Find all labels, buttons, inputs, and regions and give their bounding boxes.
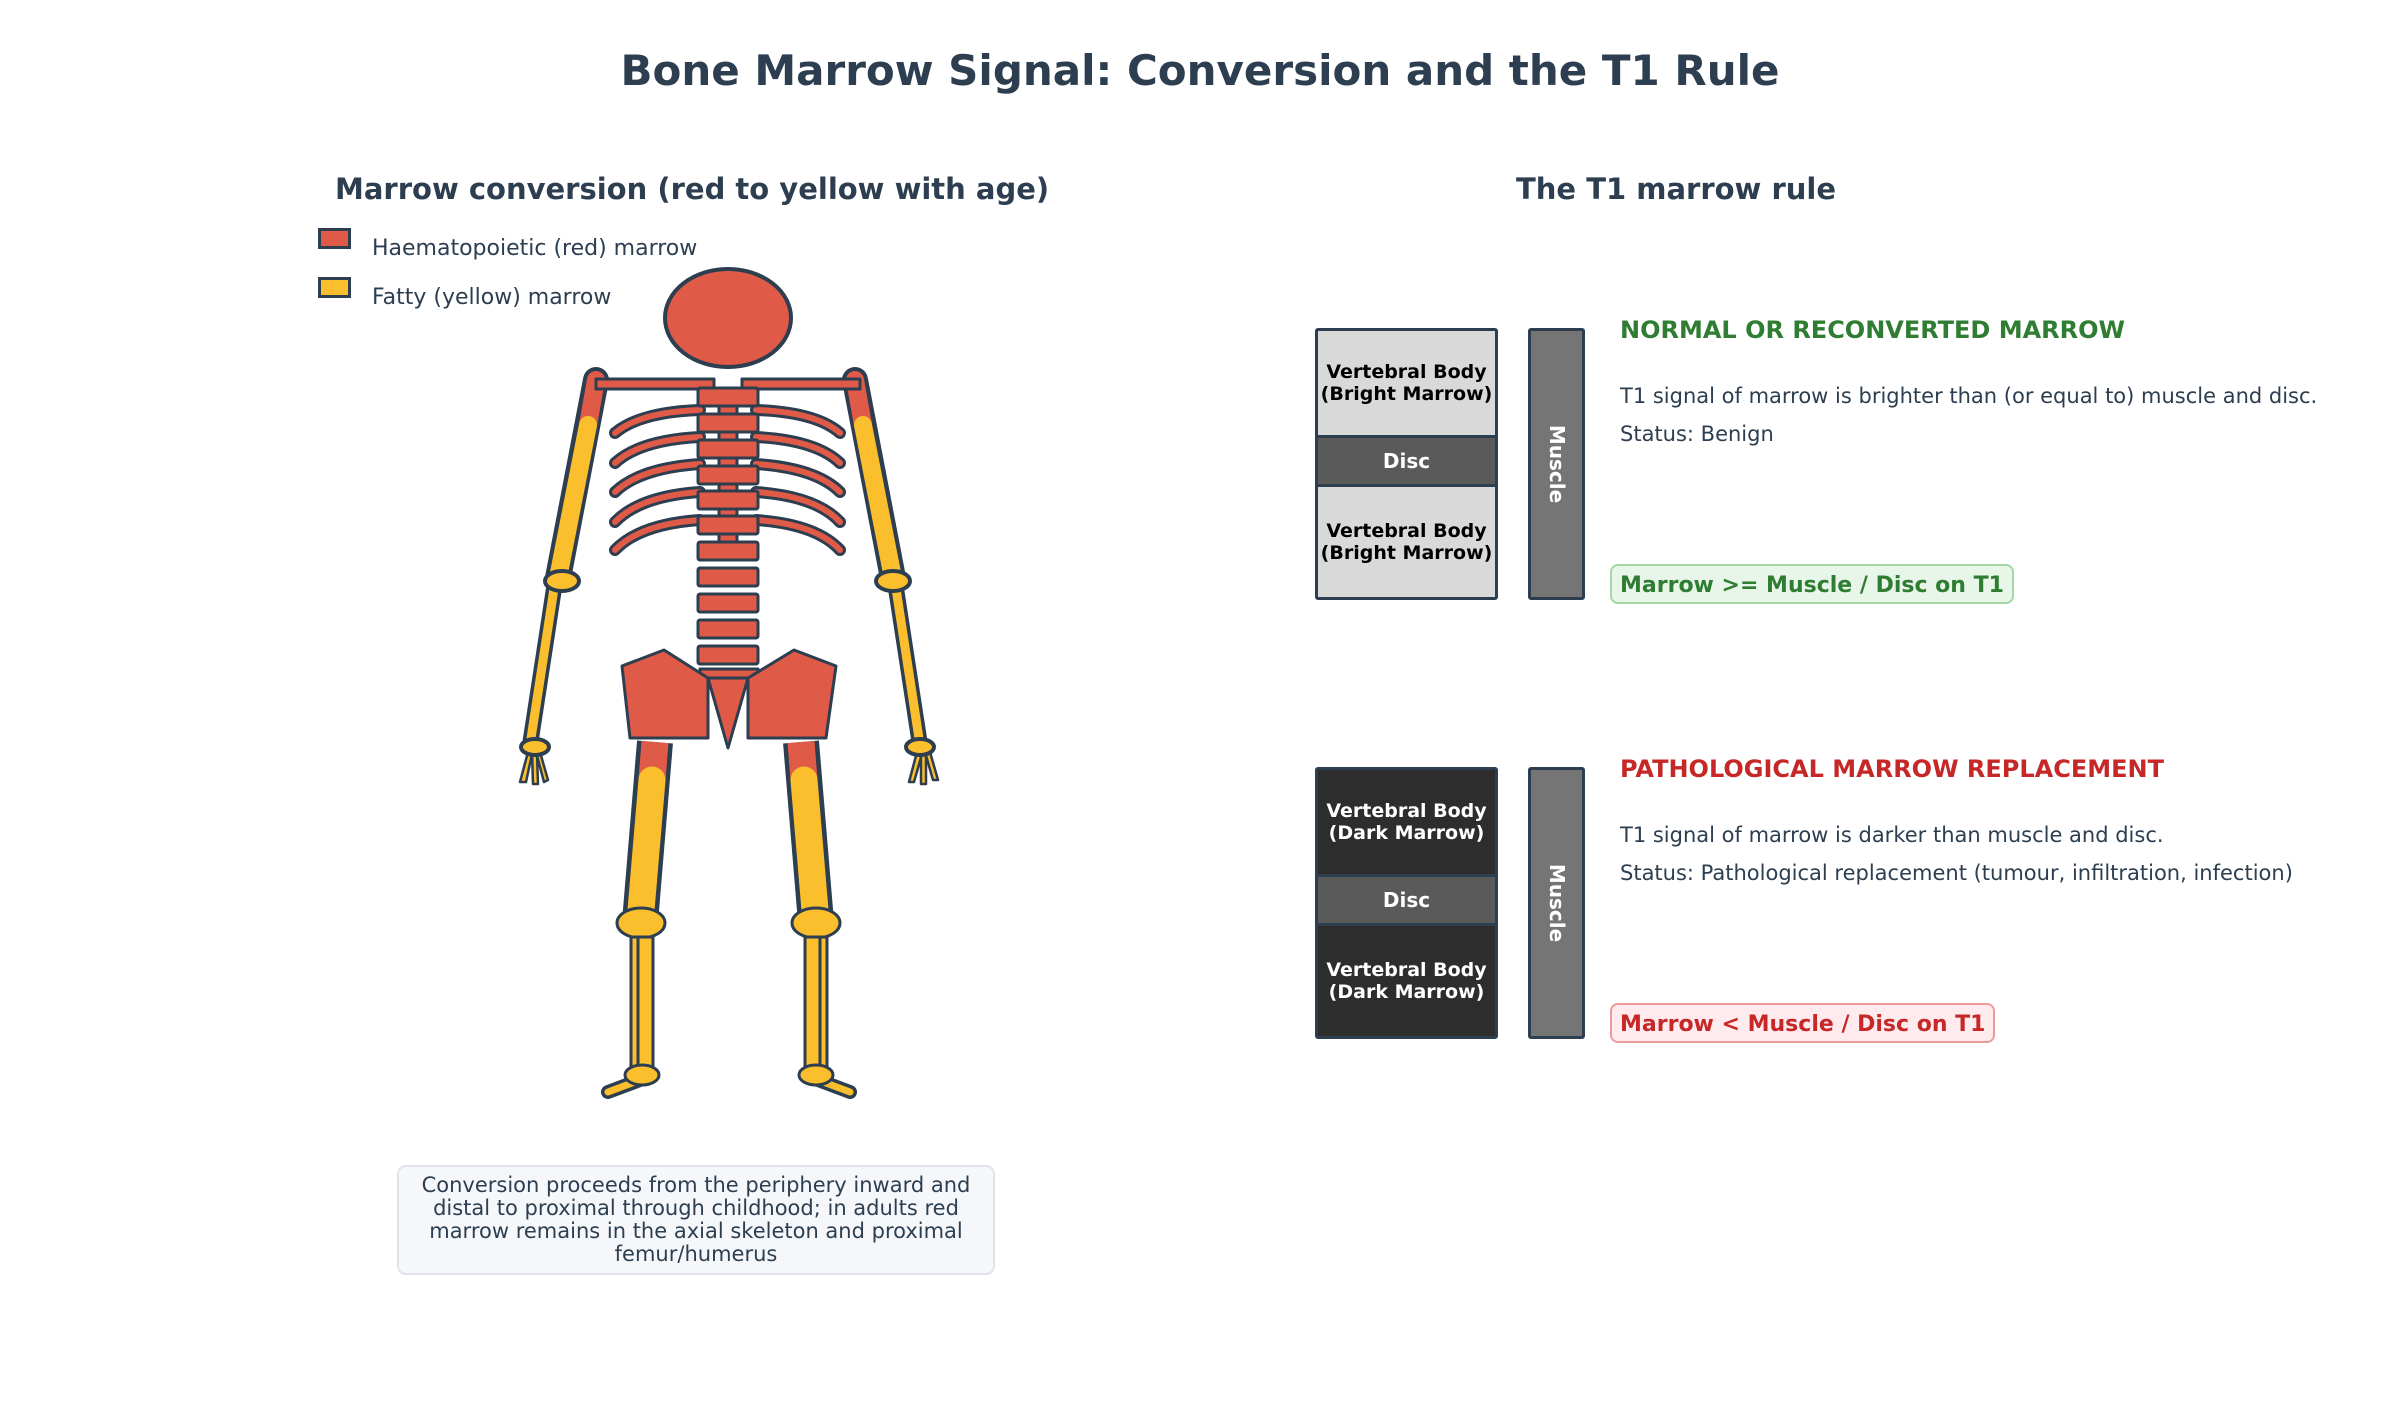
pathological-description: T1 signal of marrow is darker than muscl…: [1620, 823, 2164, 847]
pathological-status: Status: Pathological replacement (tumour…: [1620, 861, 2293, 885]
normal-vertebral-body-lower: Vertebral Body(Bright Marrow): [1315, 484, 1498, 600]
right-panel-title: The T1 marrow rule: [1516, 172, 1837, 206]
ribs: [609, 404, 846, 556]
left-humerus: [842, 367, 906, 591]
pathological-vertebral-body-upper: Vertebral Body(Dark Marrow): [1315, 767, 1498, 877]
normal-description: T1 signal of marrow is brighter than (or…: [1620, 384, 2318, 408]
right-femur: [622, 740, 673, 936]
normal-rule-box: Marrow >= Muscle / Disc on T1: [1610, 564, 2014, 604]
pathological-muscle: Muscle: [1528, 767, 1585, 1039]
pathological-heading: PATHOLOGICAL MARROW REPLACEMENT: [1620, 755, 2164, 783]
right-humerus: [545, 367, 609, 591]
pathological-vertebral-body-lower: Vertebral Body(Dark Marrow): [1315, 923, 1498, 1039]
vertebra-label: Vertebral Body: [1326, 800, 1487, 822]
vertebra-sublabel: (Bright Marrow): [1320, 542, 1493, 564]
skull: [663, 267, 793, 369]
right-ankle: [623, 1063, 661, 1087]
muscle-label: Muscle: [1544, 863, 1569, 943]
figure-title: Bone Marrow Signal: Conversion and the T…: [620, 46, 1780, 95]
left-wrist: [904, 737, 936, 757]
left-panel-title: Marrow conversion (red to yellow with ag…: [335, 172, 1050, 206]
normal-status: Status: Benign: [1620, 422, 1774, 446]
right-wrist: [519, 737, 551, 757]
legend-swatch-red: [318, 228, 351, 249]
vertebra-sublabel: (Bright Marrow): [1320, 383, 1493, 405]
left-clavicle: [740, 377, 862, 391]
left-femur: [783, 740, 834, 936]
muscle-label: Muscle: [1544, 424, 1569, 504]
vertebra-sublabel: (Dark Marrow): [1328, 822, 1485, 844]
left-knee: [790, 906, 842, 940]
vertebra-label: Vertebral Body: [1326, 520, 1487, 542]
legend-label-yellow: Fatty (yellow) marrow: [372, 285, 612, 310]
vertebra-label: Vertebral Body: [1326, 361, 1487, 383]
pathological-disc: Disc: [1315, 874, 1498, 926]
pelvis: [620, 648, 838, 750]
legend-label-red: Haematopoietic (red) marrow: [372, 236, 698, 261]
vertebra-label: Vertebral Body: [1326, 959, 1487, 981]
normal-disc: Disc: [1315, 435, 1498, 487]
left-hand: [907, 750, 940, 786]
right-lower-leg: [629, 935, 655, 1072]
left-elbow: [874, 569, 912, 593]
vertebrae: [696, 386, 760, 666]
pathological-rule-box: Marrow < Muscle / Disc on T1: [1610, 1003, 1996, 1043]
normal-vertebral-body-upper: Vertebral Body(Bright Marrow): [1315, 328, 1498, 438]
normal-heading: NORMAL OR RECONVERTED MARROW: [1620, 316, 2125, 344]
left-ankle: [797, 1063, 835, 1087]
normal-muscle: Muscle: [1528, 328, 1585, 600]
right-knee: [615, 906, 667, 940]
vertebra-sublabel: (Dark Marrow): [1328, 981, 1485, 1003]
right-elbow: [543, 569, 581, 593]
left-lower-leg: [803, 935, 829, 1072]
right-clavicle: [594, 377, 716, 391]
conversion-caption: Conversion proceeds from the periphery i…: [397, 1165, 995, 1275]
legend-swatch-yellow: [318, 277, 351, 298]
